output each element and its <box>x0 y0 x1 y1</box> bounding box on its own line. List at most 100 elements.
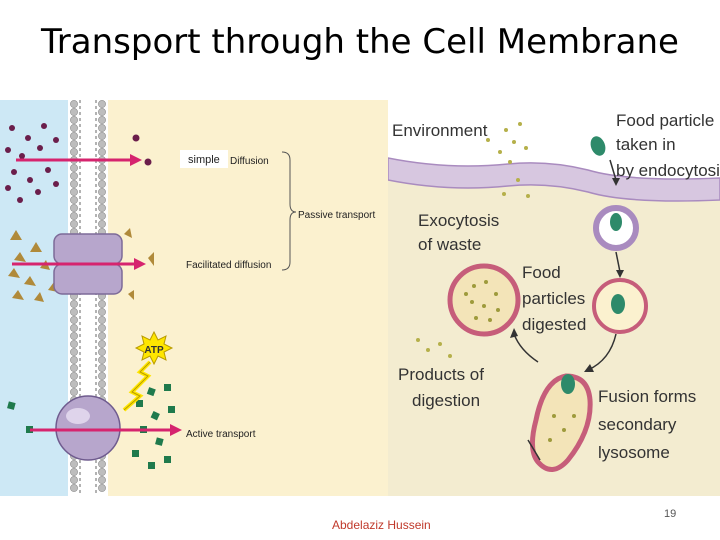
phospholipid-head <box>98 324 106 332</box>
waste-particles <box>486 122 530 198</box>
phospholipid-head <box>98 196 106 204</box>
food-particle-label-1: Food particle <box>616 111 714 130</box>
phospholipid-head <box>70 188 78 196</box>
carrier-protein <box>53 233 123 295</box>
phospholipid-head <box>70 356 78 364</box>
phospholipid-head <box>70 196 78 204</box>
simple-label-box <box>180 150 228 168</box>
food-particle-label-3: by endocytosis <box>616 161 720 180</box>
phospholipid-head <box>98 388 106 396</box>
phospholipid-head <box>70 324 78 332</box>
phospholipid-head <box>70 300 78 308</box>
phospholipid-head <box>70 372 78 380</box>
simple-diffusion-arrow <box>16 154 142 166</box>
atp-label: ATP <box>144 345 164 356</box>
food-digested-label-2: particles <box>522 289 585 308</box>
phospholipid-head <box>70 332 78 340</box>
digesting-vacuole <box>447 263 521 337</box>
passive-transport-bracket <box>281 151 297 271</box>
phospholipid-head <box>70 116 78 124</box>
phospholipid-head <box>98 460 106 468</box>
active-solute-squares <box>7 384 175 469</box>
arrow-heads <box>510 178 624 372</box>
phospholipid-head <box>98 140 106 148</box>
phospholipid-head <box>98 340 106 348</box>
exocytosis-label-1: Exocytosis <box>418 211 499 230</box>
phospholipid-head <box>98 188 106 196</box>
phospholipid-head <box>70 308 78 316</box>
phospholipid-head <box>98 180 106 188</box>
phospholipid-head <box>98 372 106 380</box>
active-transport-label: Active transport <box>186 429 256 440</box>
digestion-products <box>416 338 452 358</box>
phospholipid-head <box>70 476 78 484</box>
page-number: 19 <box>664 508 677 520</box>
phospholipid-head <box>70 380 78 388</box>
phospholipid-head <box>70 348 78 356</box>
phospholipid-head <box>98 484 106 492</box>
phospholipid-head <box>98 100 106 108</box>
environment-label: Environment <box>392 121 488 140</box>
active-transport-pump <box>55 395 121 461</box>
slide-title: Transport through the Cell Membrane <box>41 22 679 62</box>
phospholipid-head <box>70 468 78 476</box>
food-digested-label-1: Food <box>522 263 561 282</box>
phospholipid-head <box>70 220 78 228</box>
food-particle <box>590 136 606 156</box>
phospholipid-head <box>98 332 106 340</box>
fusion-label-1: Fusion forms <box>598 387 696 406</box>
phospholipid-head <box>98 316 106 324</box>
food-vacuole <box>592 278 648 334</box>
phospholipid-head <box>70 212 78 220</box>
phospholipid-head <box>70 172 78 180</box>
phospholipid-head <box>70 340 78 348</box>
phospholipid-head <box>98 212 106 220</box>
phospholipid-head <box>98 164 106 172</box>
phospholipid-head <box>98 108 106 116</box>
products-label-1: Products of <box>398 365 484 384</box>
atp-burst-icon <box>122 330 174 412</box>
food-particle-label-2: taken in <box>616 135 676 154</box>
endocytosis-diagram: Environment Food particle taken in by en… <box>388 100 720 496</box>
phospholipid-head <box>70 316 78 324</box>
phospholipid-head <box>70 460 78 468</box>
author-footer: Abdelaziz Hussein <box>332 518 431 532</box>
phospholipid-head <box>70 140 78 148</box>
phospholipid-head <box>70 180 78 188</box>
phospholipid-head <box>70 124 78 132</box>
phospholipid-head <box>98 132 106 140</box>
fusion-label-2: secondary <box>598 415 677 434</box>
phospholipid-head <box>98 300 106 308</box>
facilitated-solute-triangles <box>8 228 154 302</box>
phospholipid-head <box>98 204 106 212</box>
phospholipid-head <box>70 164 78 172</box>
exocytosis-label-2: of waste <box>418 235 481 254</box>
phospholipid-head <box>70 364 78 372</box>
phospholipid-head <box>98 348 106 356</box>
environment-region <box>388 100 720 179</box>
plasma-membrane <box>388 157 720 202</box>
active-transport-arrow <box>30 424 182 436</box>
phospholipid-head <box>98 148 106 156</box>
phospholipid-head <box>70 484 78 492</box>
membrane-transport-diagram: ATP simple Diffusion Passive transport F… <box>0 100 390 496</box>
simple-label: simple <box>188 154 220 166</box>
diffusion-label: Diffusion <box>230 156 269 167</box>
facilitated-diffusion-label: Facilitated diffusion <box>186 260 271 271</box>
phospholipid-head <box>70 132 78 140</box>
food-digested-label-3: digested <box>522 315 586 334</box>
phospholipid-head <box>70 388 78 396</box>
phospholipid-head <box>98 364 106 372</box>
facilitated-diffusion-arrow <box>12 258 146 270</box>
fusion-label-3: lysosome <box>598 443 670 462</box>
diffusion-solute-dots <box>5 123 152 203</box>
phospholipid-head <box>70 148 78 156</box>
phospholipid-head <box>70 100 78 108</box>
phospholipid-head <box>98 172 106 180</box>
phospholipid-head <box>98 380 106 388</box>
phospholipid-head <box>70 204 78 212</box>
products-label-2: digestion <box>412 391 480 410</box>
phospholipid-head <box>98 476 106 484</box>
endocytic-vesicle <box>593 205 639 251</box>
phospholipid-head <box>98 468 106 476</box>
